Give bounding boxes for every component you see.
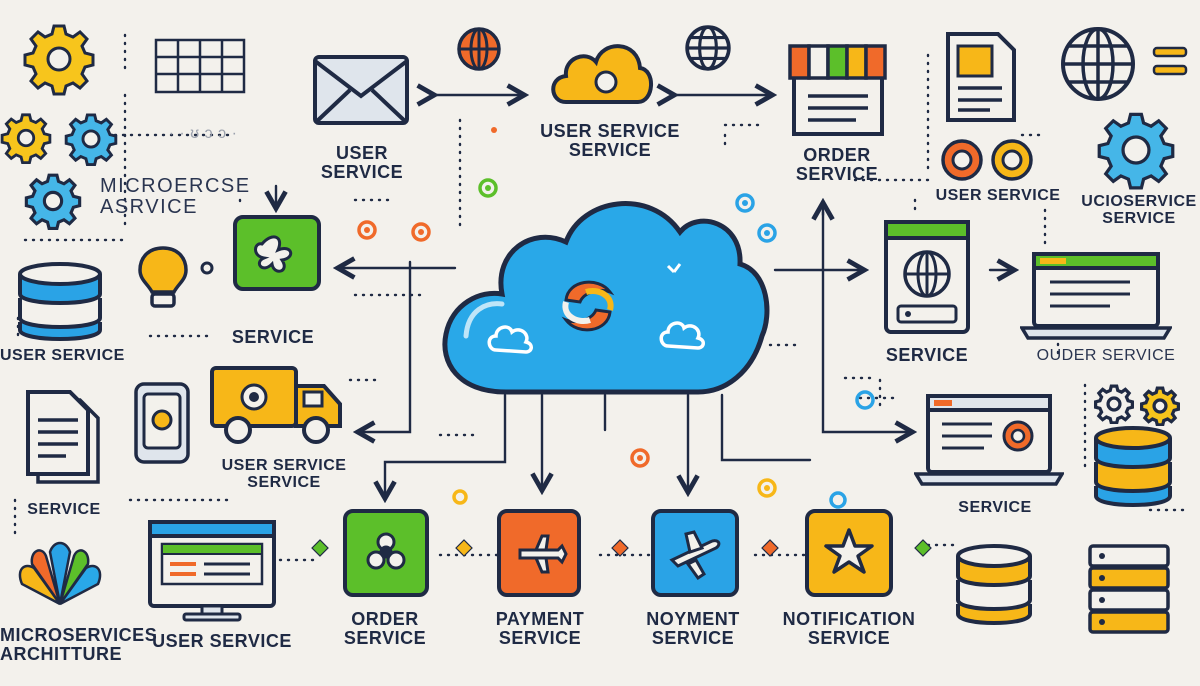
- label-microercse-asrvice: MICROERCSE ASRVICE: [100, 175, 251, 218]
- label-payment-service: PAYMENT SERVICE: [495, 609, 585, 648]
- gear-icon: [1097, 112, 1175, 190]
- globe-icon: [1061, 27, 1135, 101]
- arrow-to-truck: [360, 260, 412, 432]
- central-cloud-icon: [442, 201, 770, 395]
- target-icon: [941, 139, 1033, 181]
- grid-icon: [154, 38, 246, 94]
- puzzle-tile-icon: [233, 215, 321, 291]
- laptop-icon: [914, 394, 1064, 486]
- database-icon: [1094, 426, 1172, 507]
- gear-icon: [24, 173, 82, 230]
- phone-icon: [134, 382, 190, 464]
- arrow-cloud-to-order: [385, 393, 507, 496]
- gear-icon: [1140, 386, 1180, 426]
- label-service-left-doc: SERVICE: [27, 501, 101, 518]
- label-notification-service: NOTIFICATION SERVICE: [782, 609, 916, 648]
- label-service-right-monitor: SERVICE: [885, 345, 969, 365]
- label-user-service-service-top: USER SERVICE SERVICE: [540, 121, 680, 160]
- label-microservices-architecture: MICROSERVICES ARCHITTURE: [0, 625, 158, 664]
- label-user-service-top: USER SERVICE: [320, 143, 404, 182]
- menu-icon: [1152, 46, 1188, 76]
- label-user-service-service-mid: USER SERVICE SERVICE: [221, 457, 347, 491]
- monitor-icon: [148, 520, 276, 622]
- server-rack-icon: [1088, 544, 1170, 634]
- gear-icon: [23, 24, 95, 96]
- database-icon: [18, 262, 102, 341]
- globe-icon: [685, 25, 731, 71]
- lightbulb-icon: [138, 246, 188, 308]
- label-order-service-top: ORDER SERVICE: [795, 145, 879, 184]
- laptop-icon: [1020, 252, 1172, 340]
- gear-icon: [64, 113, 118, 166]
- plane-tile-icon: [497, 509, 581, 597]
- label-user-service-top-right: USER SERVICE: [935, 187, 1061, 204]
- airplane-tile-icon: [651, 509, 739, 597]
- storefront-icon: [788, 44, 887, 136]
- mail-icon: [313, 55, 409, 125]
- document-icon: [26, 390, 100, 484]
- label-faint-text: · · ʊ ɔ ɔ ·: [168, 125, 238, 142]
- line-cloud-right: [720, 393, 812, 462]
- label-user-service-bottom: USER SERVICE: [152, 631, 292, 651]
- label-service-right-laptop: SERVICE: [958, 499, 1032, 516]
- label-ouder-service: OUDER SERVICE: [1036, 347, 1176, 364]
- database-icon: [956, 544, 1032, 625]
- label-ucioservice-service: UCIOSERVICE SERVICE: [1081, 193, 1197, 227]
- label-user-service-left: USER SERVICE: [0, 347, 125, 364]
- gear-icon: [0, 113, 52, 164]
- fan-logo-icon: [18, 541, 102, 606]
- label-order-service-bottom: ORDER SERVICE: [343, 609, 427, 648]
- arrow-to-laptop: [821, 210, 910, 432]
- globe-icon: [457, 27, 501, 71]
- gear-icon: [1094, 384, 1134, 424]
- cloud-icon: [551, 44, 654, 104]
- star-tile-icon: [805, 509, 893, 597]
- truck-icon: [210, 366, 342, 444]
- label-noyment-service: NOYMENT SERVICE: [646, 609, 740, 648]
- document-icon: [946, 32, 1016, 122]
- hub-tile-icon: [343, 509, 429, 597]
- monitor-icon: [884, 220, 970, 334]
- label-service-mid-left: SERVICE: [231, 327, 315, 347]
